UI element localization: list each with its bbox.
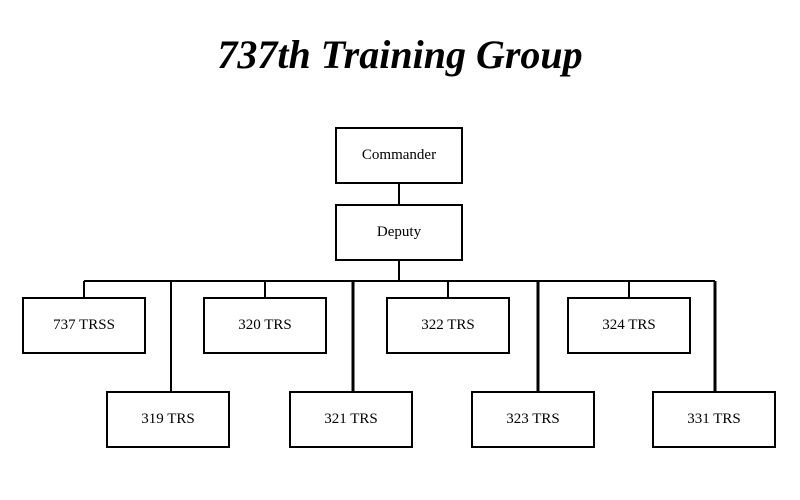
node-label: 320 TRS (238, 317, 292, 333)
node-label: Commander (361, 147, 437, 163)
node-label: Deputy (376, 224, 422, 240)
node-331-trs: 331 TRS (652, 391, 776, 448)
node-320-trs: 320 TRS (203, 297, 327, 354)
node-324-trs: 324 TRS (567, 297, 691, 354)
node-322-trs: 322 TRS (386, 297, 510, 354)
node-label: 324 TRS (602, 317, 656, 333)
node-323-trs: 323 TRS (471, 391, 595, 448)
node-319-trs: 319 TRS (106, 391, 230, 448)
node-label: 322 TRS (421, 317, 475, 333)
node-321-trs: 321 TRS (289, 391, 413, 448)
node-737-trss: 737 TRSS (22, 297, 146, 354)
node-label: 331 TRS (687, 411, 741, 427)
node-label: 321 TRS (324, 411, 378, 427)
node-label: 737 TRSS (53, 317, 115, 333)
node-label: 319 TRS (141, 411, 195, 427)
node-deputy: Deputy (335, 204, 463, 261)
chart-title: 737th Training Group (217, 32, 583, 77)
node-label: 323 TRS (506, 411, 560, 427)
node-commander: Commander (335, 127, 463, 184)
